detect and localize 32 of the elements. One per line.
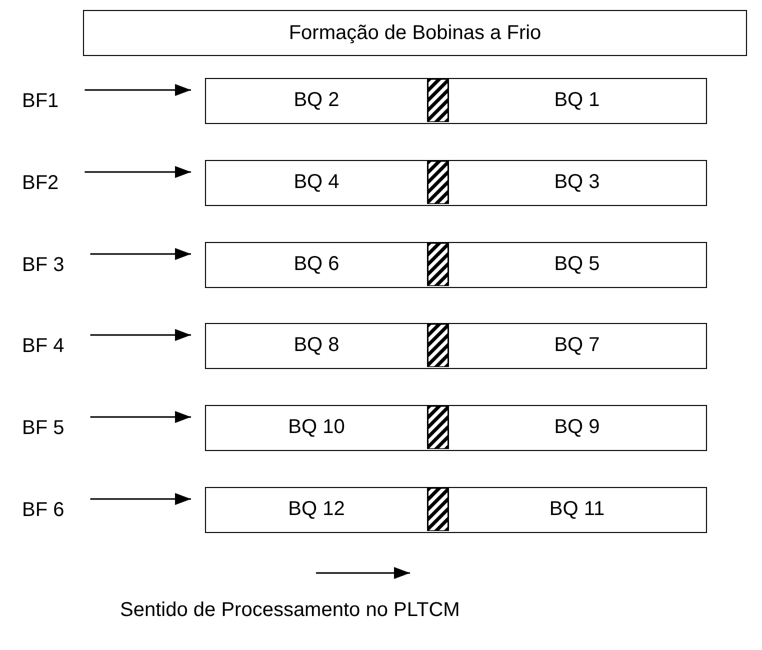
coil-section: BQ 1	[449, 79, 705, 122]
coil-label: BF1	[22, 78, 59, 124]
coil-section: BQ 2	[206, 79, 427, 122]
arrow	[90, 411, 191, 423]
coil-section: BQ 3	[449, 161, 705, 204]
strip-box	[205, 487, 707, 533]
coil-section: BQ 7	[449, 324, 705, 367]
coil-section: BQ 6	[206, 243, 427, 286]
strip-box	[205, 78, 707, 124]
arrow	[84, 84, 191, 96]
strip-box	[205, 242, 707, 288]
coil-label: BF 6	[22, 487, 64, 533]
arrow	[84, 166, 191, 178]
strip-box	[205, 323, 707, 369]
arrow	[90, 248, 191, 260]
coil-section: BQ 9	[449, 406, 705, 449]
coil-section: BQ 8	[206, 324, 427, 367]
coil-section: BQ 4	[206, 161, 427, 204]
strip-box	[205, 405, 707, 451]
coil-section: BQ 5	[449, 243, 705, 286]
coil-label: BF 4	[22, 323, 64, 369]
caption-text: Sentido de Processamento no PLTCM	[120, 598, 460, 622]
strip-box	[205, 160, 707, 206]
title-box: Formação de Bobinas a Frio	[83, 10, 747, 56]
coil-label: BF2	[22, 160, 59, 206]
coil-label: BF 5	[22, 405, 64, 451]
coil-section: BQ 11	[449, 488, 705, 531]
coil-section: BQ 12	[206, 488, 427, 531]
arrow	[90, 493, 191, 505]
coil-section: BQ 10	[206, 406, 427, 449]
coil-label: BF 3	[22, 242, 64, 288]
arrow	[90, 329, 191, 341]
